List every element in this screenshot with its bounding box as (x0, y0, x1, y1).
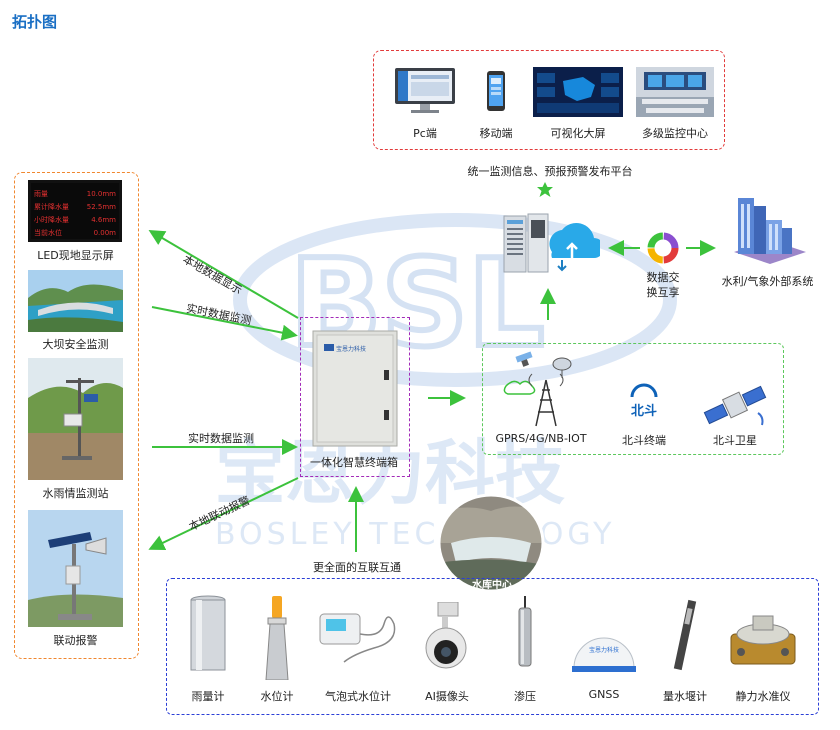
alarm-photo (28, 510, 123, 627)
led-screen: 雨量 10.0mm 累计降水量 52.5mm 小时降水量 4.6mm 当前水位 … (28, 180, 122, 242)
platform-box (373, 50, 725, 150)
sensor-rain: 雨量计 (191, 690, 225, 703)
satellite-icon (703, 385, 767, 426)
beidou-logo-icon: 北斗 (630, 383, 658, 419)
dam-photo (28, 270, 123, 332)
watermark-en: BOSLEY TECHNOLOGY (215, 517, 615, 552)
sync-star-icon (537, 182, 553, 197)
platform-item-screen: 可视化大屏 (550, 127, 606, 140)
rain-station-photo (28, 358, 123, 480)
left-item-led: LED现地显示屏 (37, 249, 114, 262)
led-screen-display: 雨量 10.0mm 累计降水量 52.5mm 小时降水量 4.6mm 当前水位 … (31, 183, 119, 239)
buildings-icon (734, 198, 806, 264)
sensor-static-level: 静力水准仪 (735, 690, 791, 703)
arrow-label-interconnect: 更全面的互联互通 (313, 561, 401, 574)
ai-camera-icon (425, 602, 467, 669)
left-item-dam: 大坝安全监测 (42, 338, 109, 351)
network-item-satellite: 北斗卫星 (713, 434, 757, 447)
control-center-icon (636, 67, 714, 117)
network-item-beidou-terminal: 北斗终端 (622, 434, 666, 447)
sensor-bubble: 气泡式水位计 (325, 690, 391, 703)
reservoir-label: 水库中心 (472, 580, 512, 591)
terminal-cabinet: 宝恩力科技 (312, 330, 398, 447)
sensor-weir: 量水堰计 (663, 690, 707, 703)
led-line-1-key: 雨量 (34, 190, 48, 198)
platform-item-pc: Pc端 (413, 127, 437, 140)
external-system-label: 水利/气象外部系统 (721, 275, 814, 288)
reservoir-photo (437, 493, 545, 593)
sensor-water-level: 水位计 (260, 690, 294, 703)
exchange-label-2: 换互享 (646, 286, 680, 299)
weir-meter-icon (673, 599, 697, 671)
static-level-icon (730, 615, 796, 665)
sensor-gnss: GNSS (588, 688, 620, 701)
rain-gauge-icon (190, 595, 226, 671)
arrow-local-display (148, 229, 299, 319)
terminal-frame (300, 317, 410, 477)
pc-icon (395, 68, 455, 113)
arrow-label-realtime-2: 实时数据监测 (188, 432, 254, 445)
beidou-logo-text: 北斗 (631, 404, 657, 419)
big-screen-icon (533, 67, 623, 117)
gnss-icon: 宝恩力科技 (572, 637, 636, 672)
led-line-2-value: 52.5mm (87, 203, 116, 211)
network-box (482, 343, 784, 455)
led-line-1-value: 10.0mm (87, 190, 116, 198)
led-line-3-value: 4.6mm (91, 216, 116, 224)
led-line-2-key: 累计降水量 (34, 202, 69, 211)
server-cloud-icon (503, 213, 600, 273)
piezometer-icon (518, 596, 532, 667)
sensor-seepage: 渗压 (514, 690, 536, 703)
left-panel (14, 172, 139, 659)
terminal-label: 一体化智慧终端箱 (310, 456, 398, 469)
arrow-local-alarm (148, 477, 299, 551)
left-item-rain: 水雨情监测站 (42, 487, 109, 500)
mobile-icon (487, 71, 505, 111)
led-line-4-value: 0.00m (94, 229, 117, 237)
sensor-camera: AI摄像头 (425, 690, 469, 703)
terminal-brand: 宝恩力科技 (336, 345, 366, 353)
exchange-ring-icon (647, 232, 679, 264)
left-item-alarm: 联动报警 (53, 634, 98, 647)
led-line-3-key: 小时降水量 (34, 215, 69, 224)
bubble-gauge-icon (319, 613, 396, 663)
platform-item-mobile: 移动端 (479, 127, 513, 140)
gnss-brand: 宝恩力科技 (589, 646, 619, 654)
led-line-4-key: 当前水位 (34, 228, 62, 237)
sensors-box (166, 578, 819, 715)
platform-item-center: 多级监控中心 (642, 127, 708, 140)
arrow-realtime-1 (151, 306, 298, 341)
water-level-meter-icon (265, 596, 289, 680)
network-item-gprs: GPRS/4G/NB-IOT (495, 432, 587, 445)
tower-icon (503, 351, 572, 427)
page-title: 拓扑图 (12, 13, 58, 31)
exchange-label-1: 数据交 (646, 271, 680, 284)
platform-caption: 统一监测信息、预报预警发布平台 (467, 165, 633, 178)
